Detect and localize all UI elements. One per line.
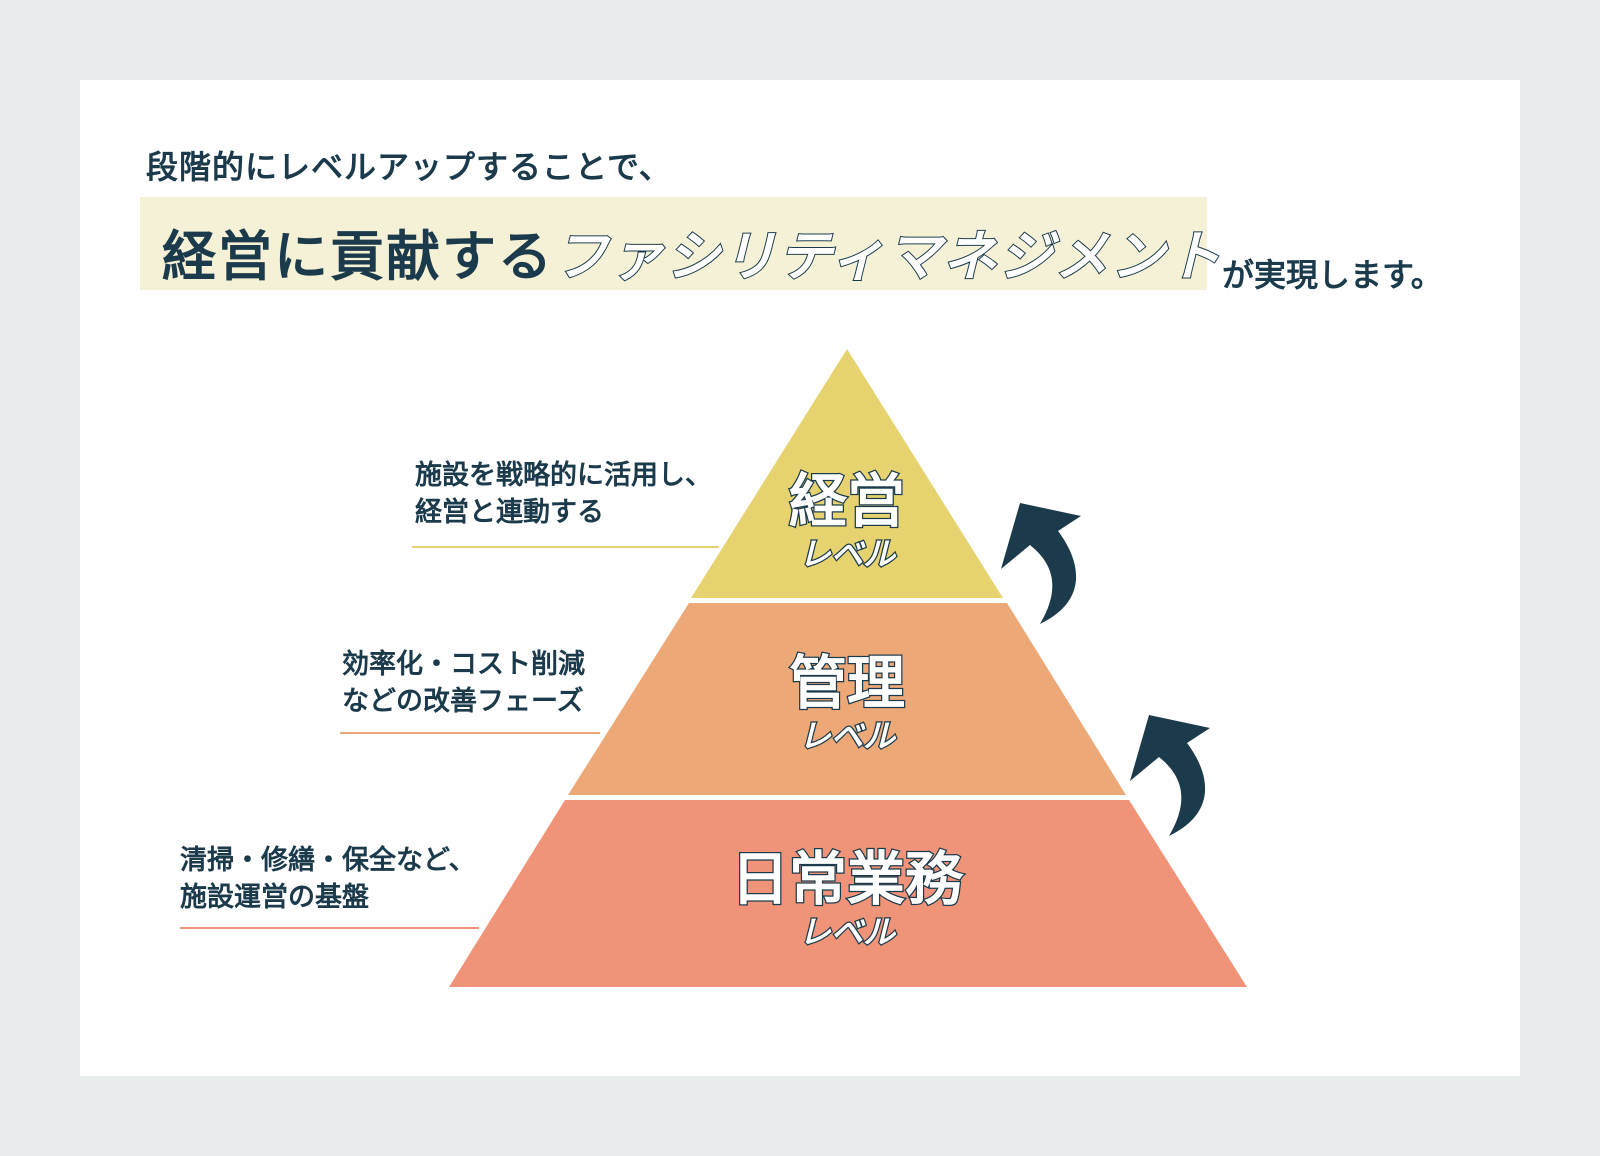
heading-highlight-outlined: ファシリティマネジメント [553, 224, 1223, 289]
tier-description-bottom: 清掃・修繕・保全など、 施設運営の基盤 [180, 842, 476, 916]
pyramid-tier-middle [568, 603, 1126, 795]
description-line: 効率化・コスト削減 [342, 649, 585, 680]
tier-label-top: 経営 レベル [788, 467, 907, 575]
description-line: 経営と連動する [415, 497, 604, 528]
tier-label-bottom: 日常業務 レベル [730, 845, 965, 953]
pyramid-tier-bottom [449, 800, 1247, 987]
tier-title: 管理 [788, 649, 907, 718]
tier-description-top: 施設を戦略的に活用し、 経営と連動する [415, 457, 712, 531]
tier-subtitle: レベル [798, 534, 897, 575]
heading-highlight-text: 経営に貢献するファシリティマネジメント [162, 212, 1223, 291]
description-line: などの改善フェーズ [342, 686, 584, 717]
pyramid-tier-top [691, 349, 1003, 598]
description-rule [180, 927, 479, 929]
heading-line1: 段階的にレベルアップすることで、 [146, 148, 672, 186]
tier-subtitle: レベル [798, 716, 897, 757]
tier-label-middle: 管理 レベル [788, 649, 907, 757]
description-line: 施設運営の基盤 [180, 882, 369, 913]
arrow-up-icon [1130, 715, 1210, 836]
description-rule [412, 546, 719, 548]
tier-description-middle: 効率化・コスト削減 などの改善フェーズ [342, 646, 585, 720]
description-rule [340, 732, 600, 734]
tier-subtitle: レベル [798, 912, 897, 953]
heading-highlight-box [140, 197, 1207, 290]
description-line: 施設を戦略的に活用し、 [415, 460, 712, 491]
arrow-up-icon [1001, 503, 1081, 624]
heading-highlight-plain: 経営に貢献する [162, 225, 554, 288]
description-line: 清掃・修繕・保全など、 [180, 845, 476, 876]
tier-title: 経営 [788, 467, 907, 536]
tier-title: 日常業務 [730, 845, 965, 914]
heading-tail: が実現します。 [1222, 256, 1443, 294]
